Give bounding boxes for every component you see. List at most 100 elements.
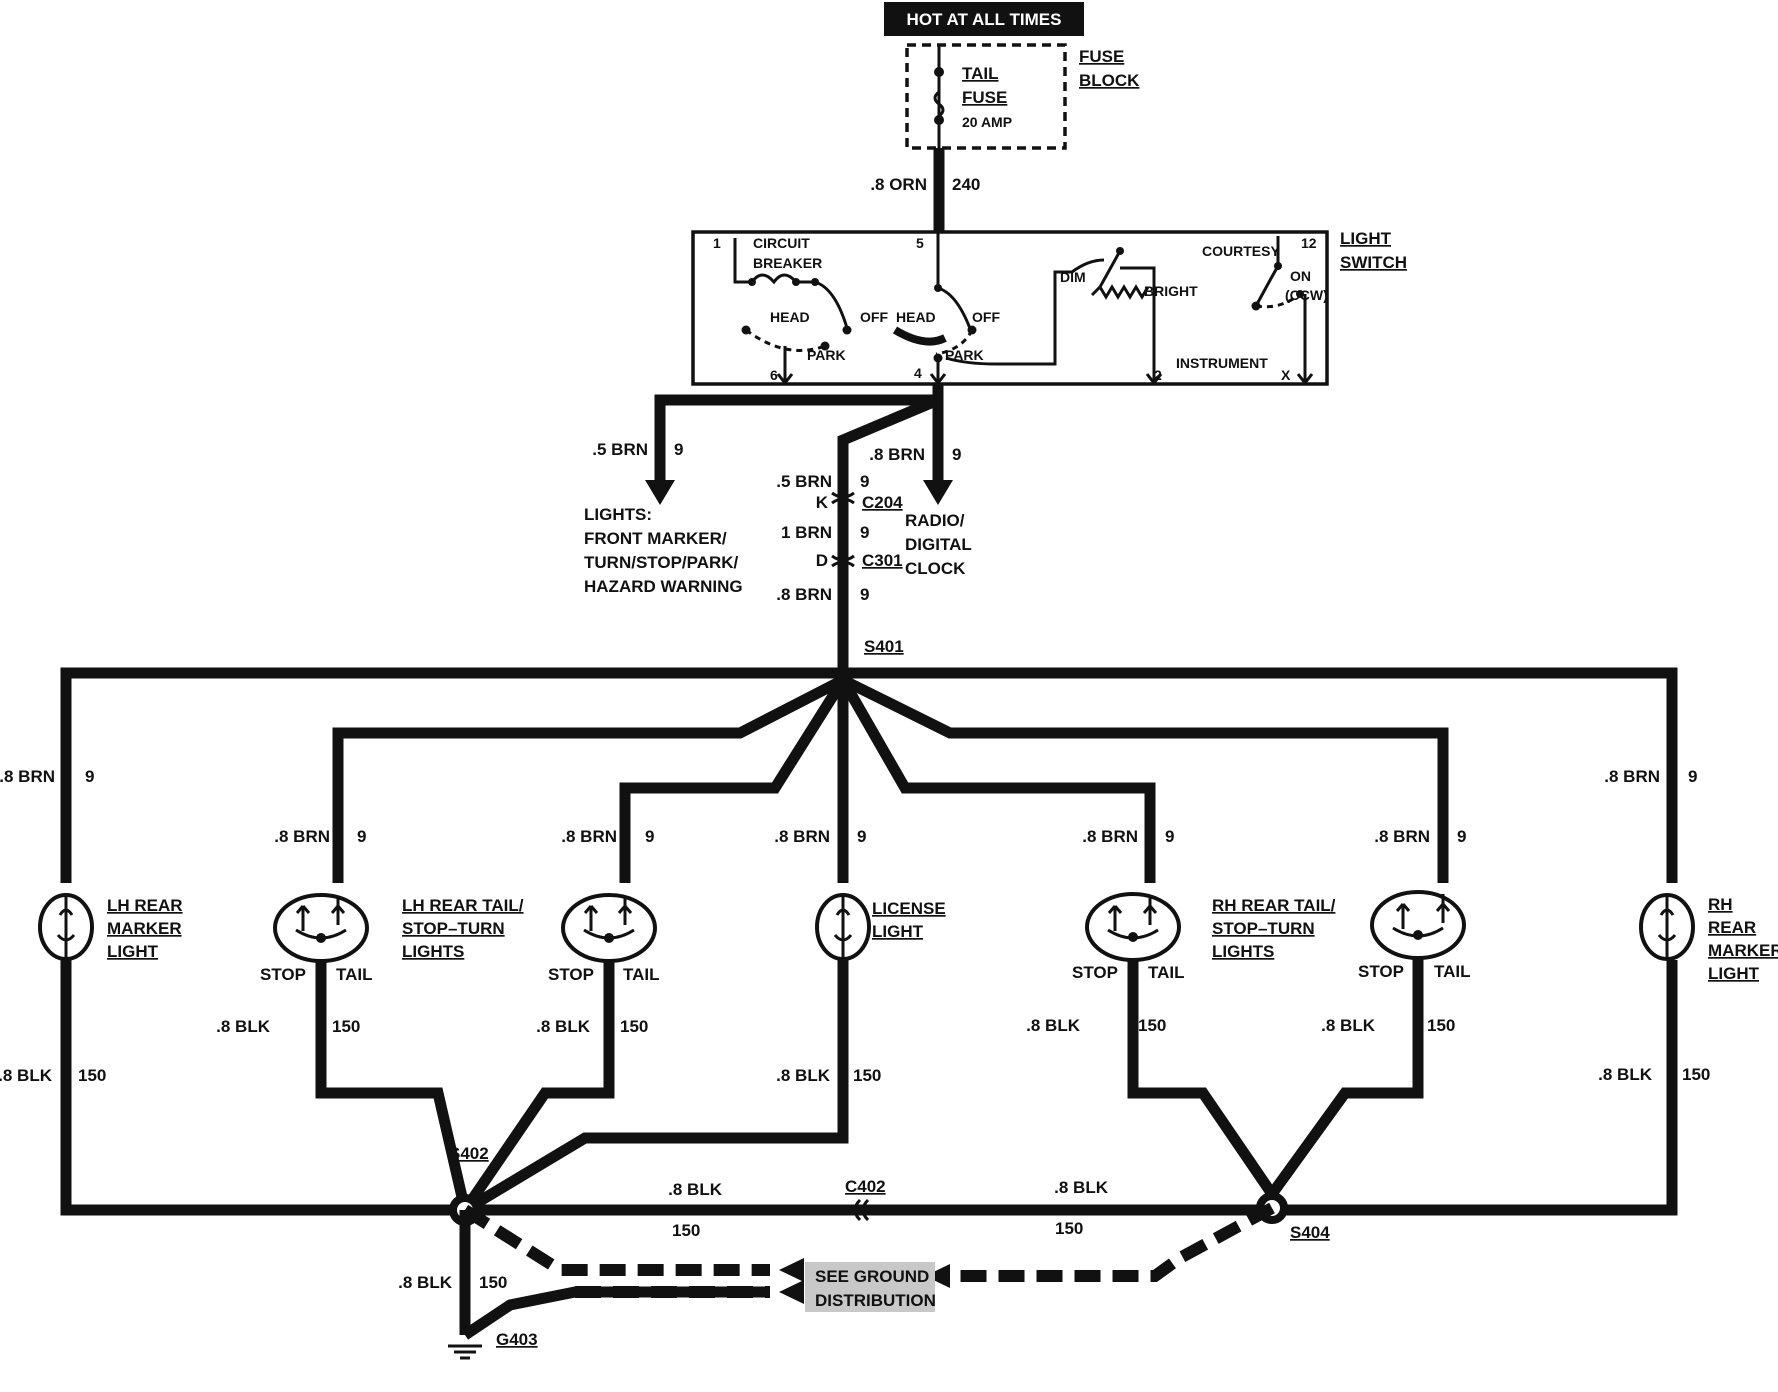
switch-head-2: HEAD [896, 309, 936, 325]
radio-dest-1: RADIO/ [905, 511, 965, 530]
rh-marker-label-4: LIGHT [1708, 964, 1760, 983]
tail-label-1: TAIL [336, 965, 373, 984]
brn-circuit-lh-tail-1: 9 [357, 827, 366, 846]
circuit-breaker-label-1: CIRCUIT [753, 235, 810, 251]
c301-label: C301 [862, 551, 903, 570]
s401-label: S401 [864, 637, 904, 656]
blk-circuit-g403: 150 [479, 1273, 507, 1292]
circuit-breaker-label-2: BREAKER [753, 255, 822, 271]
license-lamp [815, 893, 871, 961]
blk-circuit-center-l: 150 [672, 1221, 700, 1240]
blk-circuit-rh-marker: 150 [1682, 1065, 1710, 1084]
lh-tail-lamp-1 [273, 893, 369, 963]
switch-dim: DIM [1060, 269, 1086, 285]
license-label-1: LICENSE [872, 899, 946, 918]
fuse-rating: 20 AMP [962, 114, 1012, 130]
switch-courtesy: COURTESY [1202, 243, 1280, 259]
switch-pin-5: 5 [916, 235, 924, 251]
blk-gauge-g403: .8 BLK [398, 1273, 453, 1292]
brn-circuit-lh-marker: 9 [85, 767, 94, 786]
switch-pin-2: 2 [1154, 367, 1162, 383]
switch-park-1: PARK [807, 347, 846, 363]
hot-at-all-times-label: HOT AT ALL TIMES [907, 10, 1062, 29]
front-dest-2: FRONT MARKER/ [584, 529, 727, 548]
blk-gauge-3: .8 BLK [1026, 1016, 1081, 1035]
blk-gauge-center-l: .8 BLK [668, 1180, 723, 1199]
c301-connector [831, 554, 855, 568]
c204-connector [831, 491, 855, 505]
radio-dest-2: DIGITAL [905, 535, 972, 554]
lh-marker-label-2: MARKER [107, 919, 182, 938]
s401-splice [834, 671, 852, 689]
light-switch-label-2: SWITCH [1340, 253, 1407, 272]
blk-gauge-2: .8 BLK [536, 1017, 591, 1036]
c402-label: C402 [845, 1177, 886, 1196]
blk-gauge-license: .8 BLK [776, 1066, 831, 1085]
g403-label: G403 [496, 1330, 538, 1349]
ground-paths [459, 1202, 1275, 1340]
front-branch-gauge: .5 BRN [592, 440, 648, 459]
radio-branch-gauge: .8 BRN [869, 445, 925, 464]
blk-ground-wires [60, 958, 1678, 1226]
switch-on: ON [1290, 268, 1311, 284]
brn-gauge-lh-marker: .8 BRN [0, 767, 55, 786]
brn-gauge-lh-tail-2: .8 BRN [561, 827, 617, 846]
front-branch-circuit: 9 [674, 440, 683, 459]
s404-label: S404 [1290, 1223, 1330, 1242]
stop-label-2: STOP [548, 965, 594, 984]
switch-pin-4: 4 [914, 365, 922, 381]
front-dest-3: TURN/STOP/PARK/ [584, 553, 739, 572]
brn-circuit-license: 9 [857, 827, 866, 846]
tail-fuse-label-1: TAIL [962, 64, 999, 83]
rh-marker-label-2: REAR [1708, 918, 1756, 937]
switch-off-2: OFF [972, 309, 1000, 325]
fuse-block-label-2: BLOCK [1079, 71, 1140, 90]
rh-tail-lamp-2 [1370, 890, 1466, 960]
blk-gauge-4: .8 BLK [1321, 1016, 1376, 1035]
light-switch [691, 230, 1329, 386]
rh-marker-label-1: RH [1708, 895, 1733, 914]
front-dest-4: HAZARD WARNING [584, 577, 743, 596]
radio-branch-circuit: 9 [952, 445, 961, 464]
s402-label: S402 [449, 1144, 489, 1163]
lh-tail-lamp-2 [561, 893, 657, 963]
blk-circuit-3: 150 [1138, 1016, 1166, 1035]
blk-gauge-rh-marker: .8 BLK [1598, 1065, 1653, 1084]
stop-label-3: STOP [1072, 963, 1118, 982]
blk-circuit-license: 150 [853, 1066, 881, 1085]
switch-pin-1: 1 [713, 235, 721, 251]
blk-gauge-center-r: .8 BLK [1054, 1178, 1109, 1197]
rh-tail-lamp-1 [1085, 892, 1181, 962]
switch-off-1: OFF [860, 309, 888, 325]
blk-circuit-lh-marker: 150 [78, 1066, 106, 1085]
lh-tail-label-1: LH REAR TAIL/ [402, 896, 524, 915]
brn-circuit-rh-tail-2: 9 [1457, 827, 1466, 846]
lh-marker-lamp [38, 893, 94, 961]
ground-symbol [448, 1344, 482, 1360]
feed-wire-gauge: .8 ORN [870, 175, 927, 194]
fuse-block-label-1: FUSE [1079, 47, 1124, 66]
rear-feed-circuit-3: 9 [860, 585, 869, 604]
light-switch-label-1: LIGHT [1340, 229, 1392, 248]
see-ground-label-1: SEE GROUND [815, 1267, 929, 1286]
brn-gauge-rh-tail-1: .8 BRN [1082, 827, 1138, 846]
blk-circuit-1: 150 [332, 1017, 360, 1036]
brn-gauge-rh-marker: .8 BRN [1604, 767, 1660, 786]
blk-gauge-1: .8 BLK [216, 1017, 271, 1036]
stop-label-4: STOP [1358, 962, 1404, 981]
switch-ccw: (CCW) [1285, 287, 1328, 303]
rh-marker-lamp [1639, 893, 1695, 961]
c301-pin: D [816, 551, 828, 570]
front-dest-1: LIGHTS: [584, 505, 652, 524]
rear-feed-gauge-1: .5 BRN [776, 472, 832, 491]
switch-pin-x: X [1281, 367, 1291, 383]
see-ground-label-2: DISTRIBUTION [815, 1291, 936, 1310]
switch-bright: BRIGHT [1144, 283, 1198, 299]
brn-distribution [60, 667, 1678, 883]
tail-label-3: TAIL [1148, 963, 1185, 982]
rh-tail-label-1: RH REAR TAIL/ [1212, 896, 1336, 915]
tail-label-2: TAIL [623, 965, 660, 984]
rh-tail-label-3: LIGHTS [1212, 942, 1274, 961]
brn-circuit-rh-marker: 9 [1688, 767, 1697, 786]
